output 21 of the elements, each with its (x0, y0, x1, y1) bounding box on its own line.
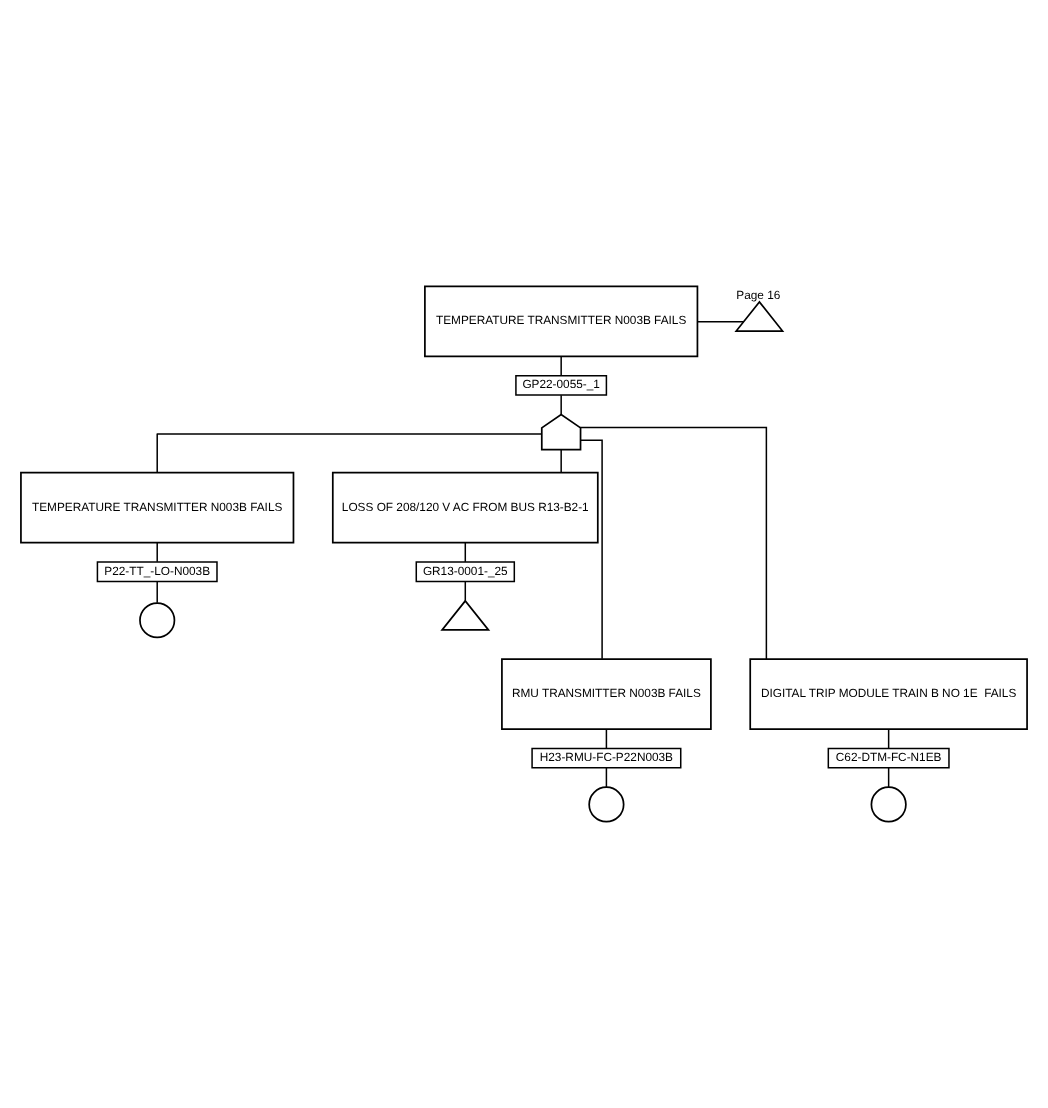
node-circle (139, 602, 176, 639)
connector (464, 541, 467, 563)
connector (887, 767, 890, 788)
connector (605, 728, 608, 749)
node-circle (588, 786, 625, 823)
connector (156, 541, 158, 563)
connector (560, 449, 562, 474)
connector (156, 580, 158, 604)
connector (579, 426, 768, 660)
connector (605, 767, 608, 788)
node-gate (540, 413, 582, 451)
connector (464, 580, 467, 602)
connector (696, 321, 745, 323)
node-triangle (440, 599, 491, 631)
node-triangle (734, 300, 785, 332)
connector (560, 355, 562, 377)
connector (579, 439, 603, 660)
connector (560, 394, 562, 416)
node-circle (870, 786, 907, 823)
connector (887, 728, 890, 749)
connector (156, 433, 543, 474)
